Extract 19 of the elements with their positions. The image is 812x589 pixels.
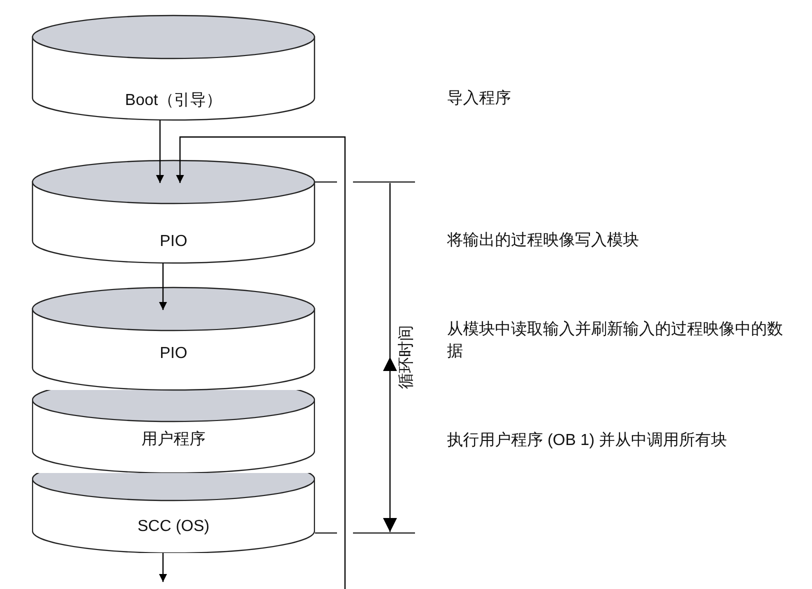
arrow (159, 553, 167, 582)
cylinder (32, 15, 315, 120)
cylinder-label: PIO (158, 232, 188, 252)
description-text: 将输出的过程映像写入模块 (447, 230, 640, 251)
cylinder-label: Boot（引导） (124, 91, 223, 111)
cylinder-label: 用户程序 (140, 430, 206, 450)
cylinder (32, 390, 315, 473)
cylinder-label: PIO (158, 344, 188, 364)
dimension-label: 循环时间 (398, 325, 416, 389)
cylinder (32, 473, 315, 553)
cylinder (32, 287, 315, 390)
arrow (159, 263, 167, 310)
arrow (176, 136, 346, 589)
arrow (156, 120, 164, 183)
description-text: 导入程序 (447, 88, 512, 109)
cylinder-label: SCC (OS) (136, 517, 210, 537)
description-text: 从模块中读取输入并刷新输入的过程映像中的数据 (447, 320, 784, 362)
cylinder (32, 160, 315, 263)
description-text: 执行用户程序 (OB 1) 并从中调用所有块 (447, 430, 728, 451)
